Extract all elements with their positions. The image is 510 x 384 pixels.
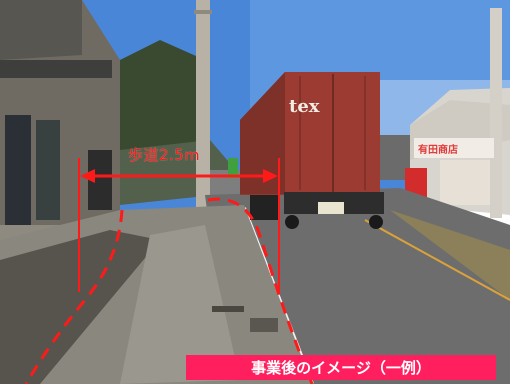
image-caption: 事業後のイメージ（一例） <box>186 355 496 380</box>
green-sign <box>228 158 238 178</box>
container-logo: tex <box>289 96 320 117</box>
utility-pole <box>196 0 210 220</box>
measure-arrow-right-head <box>263 169 278 183</box>
right-pole <box>490 8 502 218</box>
sidewalk-width-label: 歩道2.5ｍ <box>128 146 200 164</box>
measure-arrow-left-head <box>80 169 95 183</box>
license-plate <box>318 202 344 214</box>
shop-sign-board <box>414 138 494 158</box>
planned-boundary-left <box>24 209 124 384</box>
shop-sign-text: 有田商店 <box>418 145 458 156</box>
drain-grate <box>250 318 278 332</box>
center-line <box>364 219 510 301</box>
